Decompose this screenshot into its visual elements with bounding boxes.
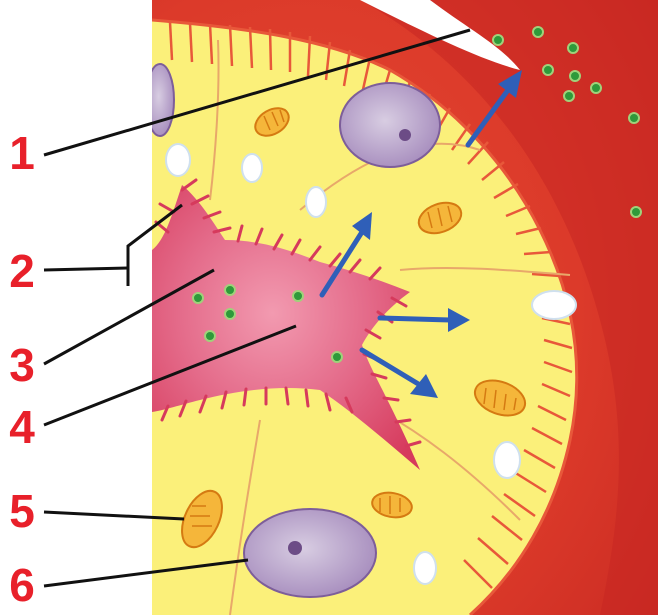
label-5: 5 bbox=[2, 488, 42, 534]
nucleolus bbox=[399, 129, 411, 141]
label-1: 1 bbox=[2, 130, 42, 176]
nucleus bbox=[244, 509, 376, 597]
leader-line-2 bbox=[44, 268, 128, 270]
label-6: 6 bbox=[2, 562, 42, 608]
nucleus bbox=[340, 83, 440, 167]
nucleolus bbox=[288, 541, 302, 555]
label-3: 3 bbox=[2, 342, 42, 388]
label-2: 2 bbox=[2, 248, 42, 294]
label-4: 4 bbox=[2, 404, 42, 450]
